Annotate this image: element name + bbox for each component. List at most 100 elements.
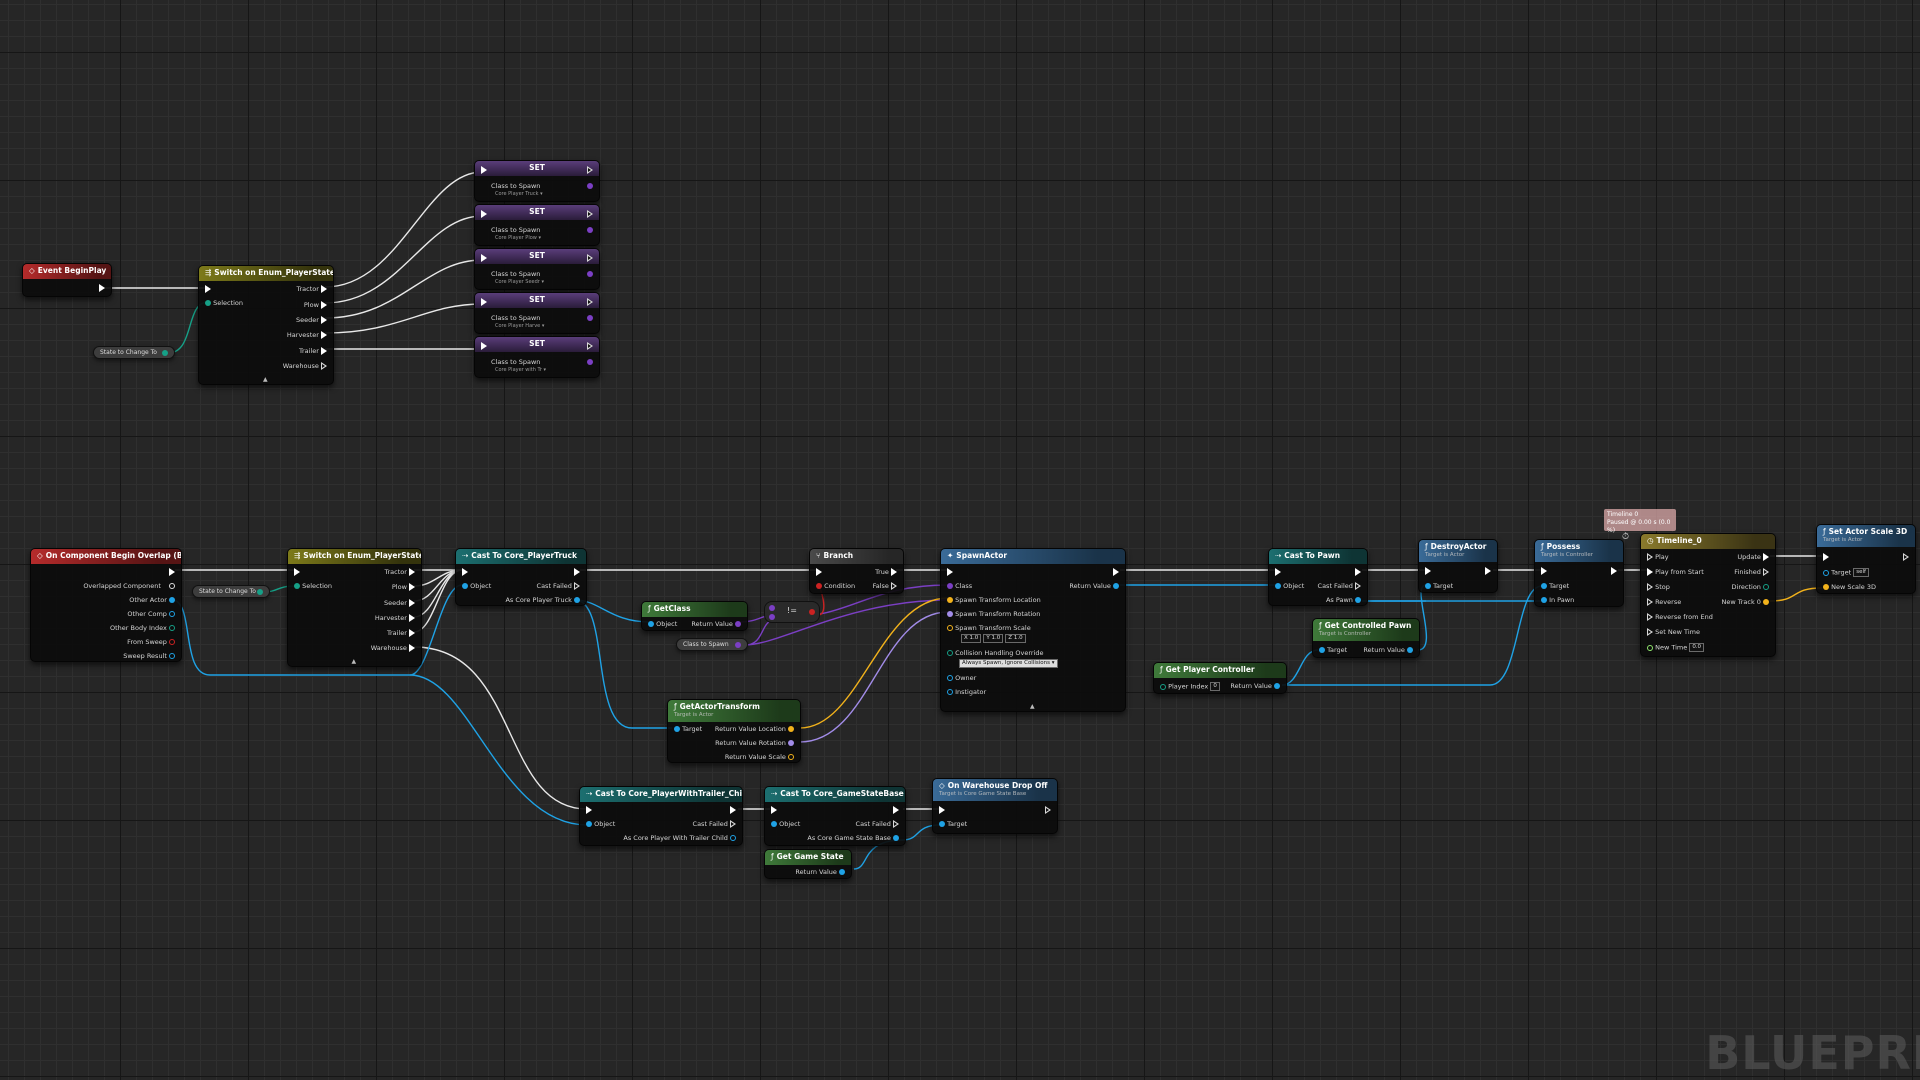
player-index-field[interactable]: 0 <box>1210 682 1220 691</box>
exec-in-pin[interactable] <box>481 254 487 262</box>
play-from-start-pin[interactable]: Play from Start <box>1647 568 1704 576</box>
return-value-pin[interactable]: Return Value <box>1363 646 1413 654</box>
class-to-spawn-value[interactable]: Core Player Seedr ▾ <box>495 279 544 285</box>
exec-out-pin[interactable] <box>1045 806 1051 814</box>
return-value-pin[interactable]: Return Value <box>795 868 845 876</box>
input-b-pin[interactable] <box>769 614 775 620</box>
class-out-pin[interactable] <box>587 359 593 365</box>
object-pin[interactable]: Object <box>1275 582 1304 590</box>
object-pin[interactable]: Object <box>586 820 615 828</box>
switch-out-tractor[interactable]: Tractor <box>384 568 415 576</box>
scale-x-field[interactable]: X 1.0 <box>961 634 982 643</box>
exec-in-pin[interactable] <box>816 568 822 576</box>
instigator-pin[interactable]: Instigator <box>947 688 986 696</box>
as-pawn-pin[interactable]: As Pawn <box>1326 596 1361 604</box>
object-pin[interactable]: Object <box>648 620 677 628</box>
selection-pin[interactable]: Selection <box>205 299 243 307</box>
owner-pin[interactable]: Owner <box>947 674 976 682</box>
exec-out-pin[interactable] <box>99 284 105 292</box>
pin-sweep-result[interactable]: Sweep Result <box>123 652 175 660</box>
return-value-pin[interactable]: Return Value <box>1230 682 1280 690</box>
play-pin[interactable]: Play <box>1647 553 1669 561</box>
set-class-to-spawn-node[interactable]: SET Class to Spawn Core Player Harve ▾ <box>474 292 600 334</box>
exec-out-pin[interactable] <box>587 342 593 350</box>
exec-out-pin[interactable] <box>893 806 899 814</box>
exec-out-pin[interactable] <box>169 568 175 576</box>
overlap-event-node[interactable]: ◇On Component Begin Overlap (Box) Overla… <box>30 548 182 662</box>
spawn-rotation-pin[interactable]: Spawn Transform Rotation <box>947 610 1040 618</box>
exec-in-pin[interactable] <box>462 568 468 576</box>
exec-in-pin[interactable] <box>586 806 592 814</box>
in-pawn-pin[interactable]: In Pawn <box>1541 596 1574 604</box>
cast-failed-pin[interactable]: Cast Failed <box>537 582 580 590</box>
switch-out-warehouse[interactable]: Warehouse <box>283 362 327 370</box>
class-out-pin[interactable] <box>587 271 593 277</box>
selection-pin[interactable]: Selection <box>294 582 332 590</box>
class-to-spawn-pin[interactable]: Class to Spawn <box>491 314 541 322</box>
set-class-to-spawn-node[interactable]: SET Class to Spawn Core Player Truck ▾ <box>474 160 600 202</box>
object-pin[interactable]: Object <box>462 582 491 590</box>
exec-in-pin[interactable] <box>1823 553 1829 561</box>
finished-pin[interactable]: Finished <box>1734 568 1769 576</box>
cast-failed-pin[interactable]: Cast Failed <box>856 820 899 828</box>
set-class-to-spawn-node[interactable]: SET Class to Spawn Core Player with Tr ▾ <box>474 336 600 378</box>
switch-out-warehouse[interactable]: Warehouse <box>371 644 415 652</box>
scale-z-field[interactable]: Z 1.0 <box>1005 634 1026 643</box>
class-to-spawn-value[interactable]: Core Player Truck ▾ <box>495 191 543 197</box>
return-value-pin[interactable]: Return Value <box>1069 582 1119 590</box>
collapse-arrow-icon[interactable]: ▲ <box>351 658 357 665</box>
pin-from-sweep[interactable]: From Sweep <box>127 638 175 646</box>
target-pin[interactable]: Target <box>1319 646 1347 654</box>
return-value-pin[interactable]: Return Value <box>691 620 741 628</box>
exec-out-pin[interactable] <box>587 210 593 218</box>
switch-out-harvester[interactable]: Harvester <box>287 331 327 339</box>
pin-overlapped-component[interactable]: Overlapped Component <box>83 582 175 590</box>
return-location-pin[interactable]: Return Value Location <box>715 725 794 733</box>
switch-out-tractor[interactable]: Tractor <box>296 285 327 293</box>
exec-out-pin[interactable] <box>587 166 593 174</box>
class-out-pin[interactable] <box>587 183 593 189</box>
new-time-field[interactable]: 0.0 <box>1689 643 1705 652</box>
class-to-spawn-value[interactable]: Core Player Harve ▾ <box>495 323 545 329</box>
variable-state-to-change-to[interactable]: State to Change To <box>93 346 175 359</box>
object-pin[interactable]: Object <box>771 820 800 828</box>
target-pin[interactable]: Target <box>939 820 967 828</box>
branch-node[interactable]: ⑂Branch Condition True False <box>809 548 904 594</box>
exec-in-pin[interactable] <box>1541 567 1547 575</box>
collapse-arrow-icon[interactable]: ▲ <box>263 376 268 383</box>
exec-out-pin[interactable] <box>730 806 736 814</box>
spawn-location-pin[interactable]: Spawn Transform Location <box>947 596 1041 604</box>
exec-in-pin[interactable] <box>481 298 487 306</box>
new-time-pin[interactable]: New Time 0.0 <box>1647 643 1705 652</box>
class-to-spawn-pin[interactable]: Class to Spawn <box>491 358 541 366</box>
class-to-spawn-value[interactable]: Core Player Plow ▾ <box>495 235 541 241</box>
exec-in-pin[interactable] <box>205 285 211 293</box>
class-out-pin[interactable] <box>587 227 593 233</box>
set-class-to-spawn-node[interactable]: SET Class to Spawn Core Player Seedr ▾ <box>474 248 600 290</box>
cast-failed-pin[interactable]: Cast Failed <box>693 820 736 828</box>
new-scale-3d-pin[interactable]: New Scale 3D <box>1823 583 1876 591</box>
output-pin[interactable] <box>809 609 815 615</box>
timeline-node[interactable]: ◷Timeline_0 Play Play from Start Stop Re… <box>1640 533 1776 657</box>
cast-to-pawn-node[interactable]: ⇢Cast To Pawn Object Cast Failed As Pawn <box>1268 548 1368 606</box>
cast-to-playertruck-node[interactable]: ⇢Cast To Core_PlayerTruck Object Cast Fa… <box>455 548 587 606</box>
switch-node-bottom[interactable]: ⇶Switch on Enum_PlayerStates Selection T… <box>287 548 422 667</box>
spawn-scale-pin[interactable]: Spawn Transform Scale <box>947 624 1031 632</box>
direction-pin[interactable]: Direction <box>1732 583 1769 591</box>
switch-out-plow[interactable]: Plow <box>304 301 327 309</box>
input-a-pin[interactable] <box>769 605 775 611</box>
class-to-spawn-pin[interactable]: Class to Spawn <box>491 270 541 278</box>
switch-out-plow[interactable]: Plow <box>392 583 415 591</box>
return-rotation-pin[interactable]: Return Value Rotation <box>715 739 794 747</box>
switch-out-harvester[interactable]: Harvester <box>375 614 415 622</box>
reverse-from-end-pin[interactable]: Reverse from End <box>1647 613 1713 621</box>
exec-in-pin[interactable] <box>947 568 953 576</box>
set-class-to-spawn-node[interactable]: SET Class to Spawn Core Player Plow ▾ <box>474 204 600 246</box>
pin-other-actor[interactable]: Other Actor <box>129 596 175 604</box>
switch-out-trailer[interactable]: Trailer <box>387 629 415 637</box>
